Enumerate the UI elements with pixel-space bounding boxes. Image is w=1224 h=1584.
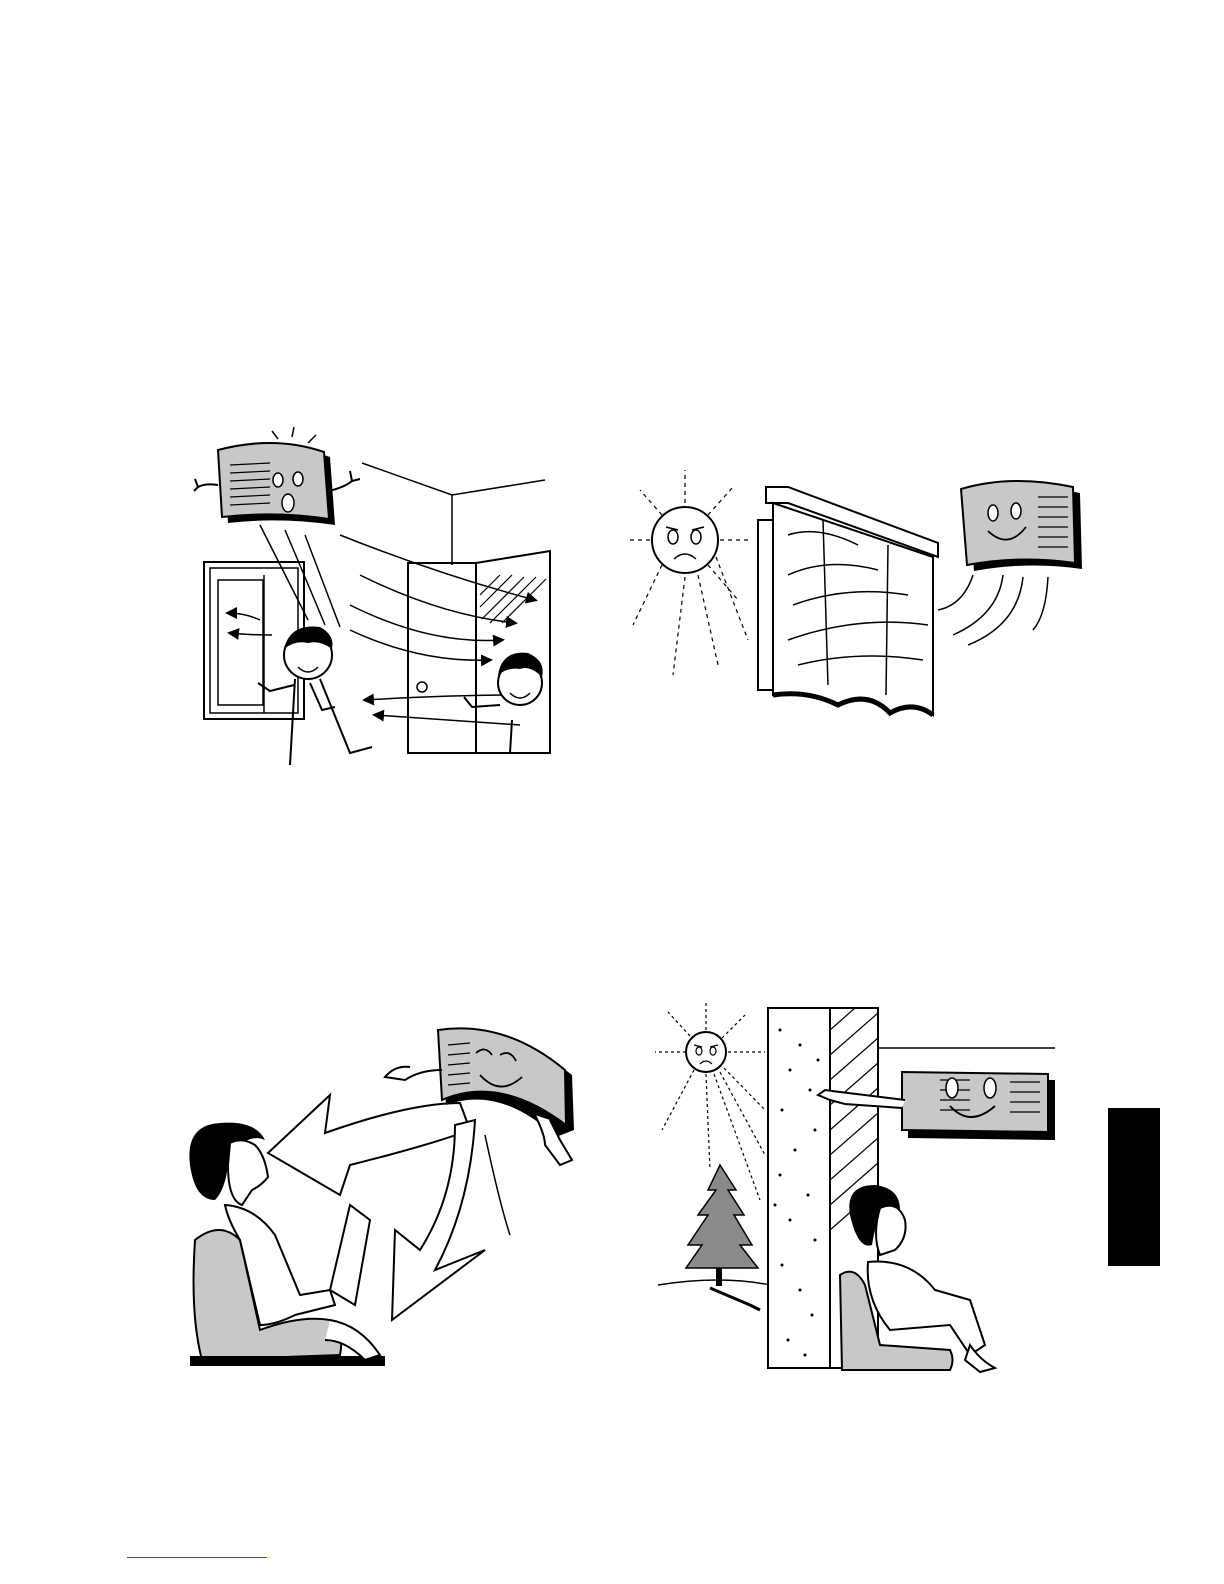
- footer-rule: [127, 1557, 267, 1558]
- tree-icon: [658, 1165, 770, 1310]
- sun-icon: [630, 470, 748, 675]
- section-tab: [1108, 1108, 1160, 1266]
- wall-insulation-illustration: [650, 1000, 1060, 1380]
- ventilation-illustration: [190, 435, 570, 765]
- sun-icon: [655, 1002, 765, 1200]
- ac-unit-icon: [961, 481, 1082, 571]
- person-icon: [258, 626, 372, 765]
- airflow-direction-illustration: [180, 1025, 590, 1370]
- ac-unit-icon: [194, 427, 360, 525]
- curtain-blocks-sun-illustration: [628, 465, 1088, 720]
